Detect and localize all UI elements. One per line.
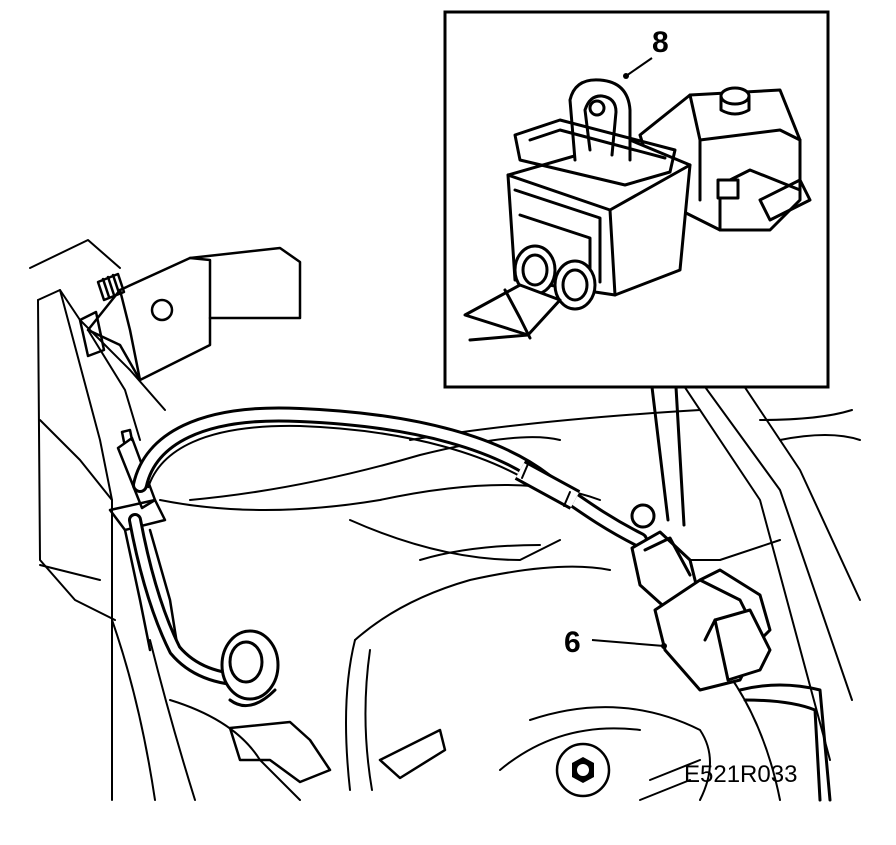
- detail-inset: [443, 10, 830, 527]
- bolt-icon: [555, 742, 611, 798]
- inset-connector: [463, 78, 812, 342]
- mounting-bracket: [78, 246, 302, 382]
- rubber-grommet: [220, 629, 280, 708]
- callout-8-label: 8: [652, 26, 669, 59]
- callout-6-label: 6: [564, 626, 581, 659]
- body-panels: [29, 239, 861, 801]
- harness-clip: [108, 428, 180, 652]
- connector-6: [630, 503, 832, 802]
- lower-lug: [228, 720, 447, 784]
- callout-6: 6: [564, 626, 667, 659]
- figure-id: E521R033: [684, 761, 797, 788]
- callout-8: 8: [623, 26, 669, 79]
- wiring-harness: [128, 406, 648, 687]
